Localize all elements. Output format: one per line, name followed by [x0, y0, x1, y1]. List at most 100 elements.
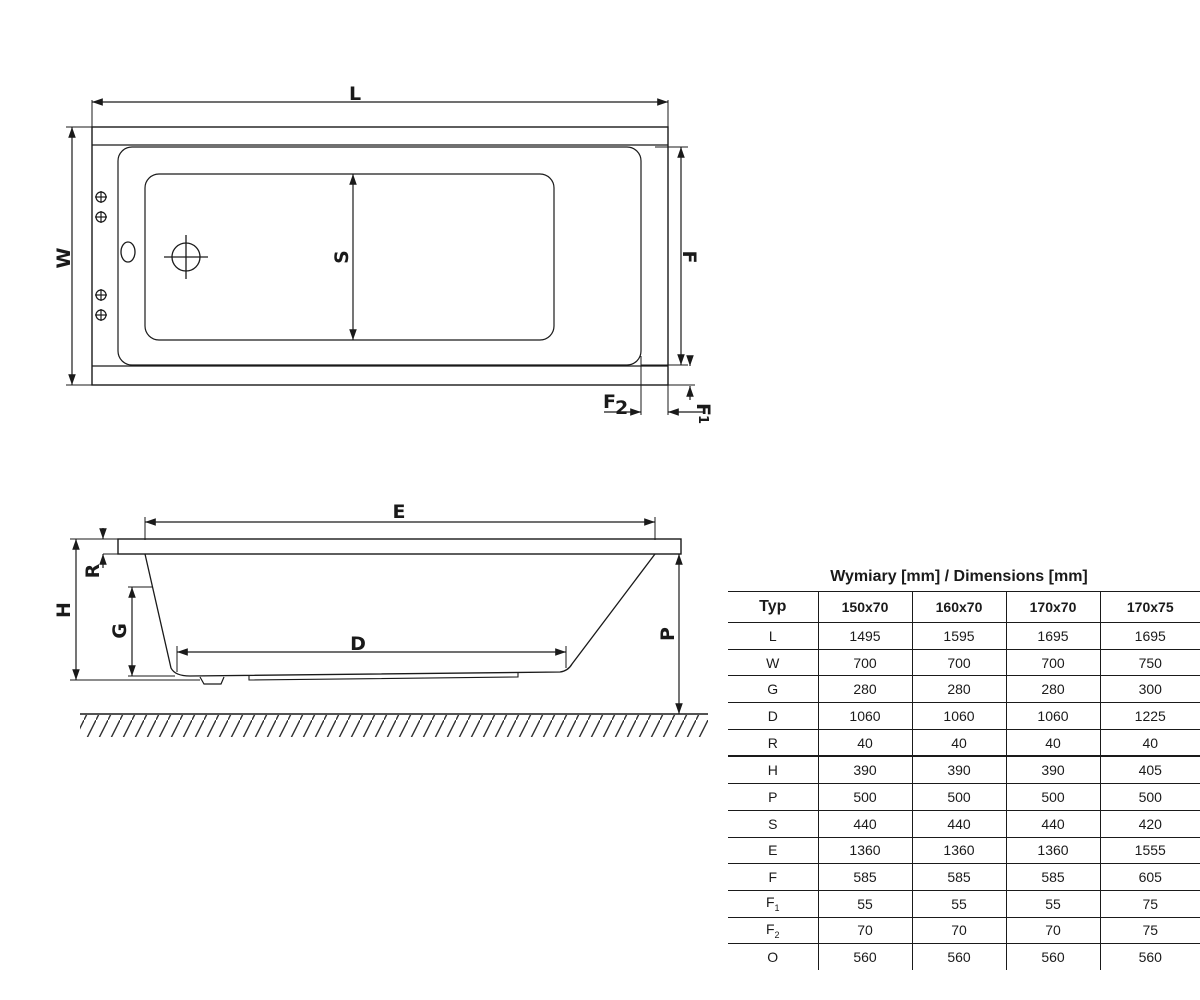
label-E: E [393, 501, 406, 523]
tub-rim-profile [117, 538, 682, 555]
table-cell: 585 [817, 863, 912, 891]
table-cell: 560 [911, 943, 1006, 970]
row-parameter: W [766, 654, 780, 671]
row-parameter: H [767, 762, 778, 779]
table-cell: 55 [817, 890, 912, 918]
table-cell: 1060 [1005, 702, 1100, 730]
table-cell: 560 [1099, 943, 1200, 970]
table-cell: 40 [1099, 729, 1200, 757]
table-cell: 405 [1099, 756, 1200, 784]
table-cell: 1060 [911, 702, 1006, 730]
table-cell: 40 [1005, 729, 1100, 757]
label-F2: F [603, 391, 616, 413]
table-cell: 390 [817, 756, 912, 784]
row-parameter: D [767, 707, 778, 724]
label-W: W [53, 247, 75, 268]
label-D: D [350, 633, 366, 655]
table-header-row: Typ 150x70 160x70 170x70 170x75 [728, 591, 1200, 623]
row-parameter: F2 [765, 921, 780, 940]
row-parameter: P [768, 788, 778, 805]
label-H: H [53, 602, 75, 618]
header-typ: Typ [759, 598, 787, 615]
table-cell: 440 [817, 810, 912, 837]
table-cell: 440 [1005, 810, 1100, 837]
row-parameter: R [767, 734, 778, 751]
table-title: Wymiary [mm] / Dimensions [mm] [830, 568, 1088, 585]
table-cell: 420 [1099, 810, 1200, 837]
table-cell: 1360 [911, 837, 1006, 864]
table-cell: 1495 [817, 622, 912, 650]
row-parameter: O [767, 949, 779, 966]
row-parameter: F [768, 869, 778, 886]
tub-body-profile [144, 553, 656, 677]
table-cell: 70 [1005, 917, 1100, 944]
table-cell: 75 [1099, 917, 1200, 944]
table-cell: 55 [1005, 890, 1100, 918]
label-F1: F [692, 403, 714, 416]
table-cell: 280 [817, 675, 912, 703]
table-cell: 500 [911, 783, 1006, 811]
tub-outer-rim [91, 126, 669, 386]
table-cell: 70 [911, 917, 1006, 944]
row-parameter: L [768, 627, 777, 644]
row-parameter: F1 [765, 894, 780, 914]
label-F2-sub: 2 [615, 397, 628, 419]
table-cell: 585 [1005, 863, 1100, 891]
table-cell: 500 [817, 783, 912, 811]
label-F1-sub: 1 [695, 415, 710, 424]
floor-hatching [80, 715, 708, 737]
table-cell: 1225 [1099, 702, 1200, 730]
table-cell: 585 [911, 863, 1006, 891]
tub-inner-basin [117, 146, 642, 366]
table-cell: 280 [1005, 675, 1100, 703]
label-S: S [331, 250, 353, 264]
table-cell: 1360 [1005, 837, 1100, 864]
overflow-icon [120, 241, 136, 263]
table-cell: 750 [1099, 649, 1200, 676]
table-cell: 1595 [911, 622, 1006, 650]
header-column: 170x75 [1099, 591, 1200, 623]
header-column: 170x70 [1005, 591, 1100, 623]
row-parameter: S [768, 815, 778, 832]
table-cell: 1555 [1099, 837, 1200, 864]
table-cell: 390 [1005, 756, 1100, 784]
table-cell: 1695 [1005, 622, 1100, 650]
label-F: F [678, 251, 700, 264]
tap-holes-icon [95, 191, 107, 321]
side-view [70, 517, 708, 715]
table-cell: 1360 [817, 837, 912, 864]
table-cell: 440 [911, 810, 1006, 837]
table-cell: 605 [1099, 863, 1200, 891]
header-column: 160x70 [911, 591, 1006, 623]
label-L: L [349, 83, 361, 105]
table-cell: 280 [911, 675, 1006, 703]
label-P: P [657, 627, 679, 641]
table-cell: 700 [1005, 649, 1100, 676]
table-cell: 55 [911, 890, 1006, 918]
table-cell: 40 [817, 729, 912, 757]
table-cell: 40 [911, 729, 1006, 757]
label-R: R [82, 563, 104, 578]
top-view [66, 98, 705, 416]
row-parameter: G [767, 681, 779, 698]
table-cell: 700 [911, 649, 1006, 676]
label-G: G [109, 623, 131, 639]
table-cell: 300 [1099, 675, 1200, 703]
table-cell: 390 [911, 756, 1006, 784]
table-cell: 560 [817, 943, 912, 970]
